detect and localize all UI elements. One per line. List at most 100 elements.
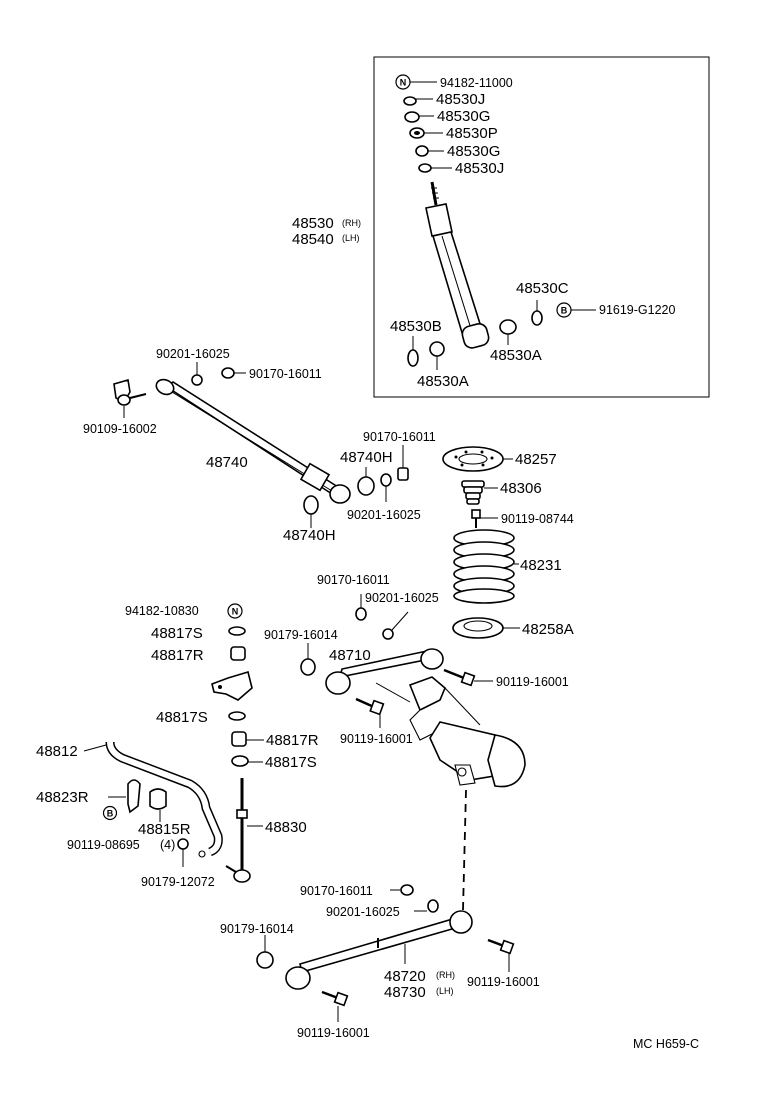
label-90119-08695: 90119-08695 — [67, 838, 140, 852]
bushing-90179-b — [256, 951, 274, 969]
bumper-48306 — [461, 480, 485, 505]
label-48817r-b: 48817R — [266, 732, 319, 749]
shock-absorber-body — [425, 181, 490, 349]
dashed-assembly-line — [462, 789, 467, 911]
svg-text:N: N — [400, 78, 407, 88]
cushion-48530g-top — [404, 111, 420, 123]
label-48815r: 48815R — [138, 821, 191, 838]
cushion-48817s-a — [228, 626, 246, 636]
label-48817s-b: 48817S — [156, 709, 208, 726]
label-90201-16025-d: 90201-16025 — [326, 905, 400, 919]
nut-n-symbol: N — [395, 74, 411, 90]
label-48530g-b: 48530G — [447, 143, 500, 160]
nut-n-symbol-b: N — [227, 603, 243, 619]
label-rh-a: (RH) — [342, 218, 361, 228]
label-90119-16001-c: 90119-16001 — [467, 975, 540, 989]
bolt-90119-16001-c — [487, 938, 515, 955]
label-48530b: 48530B — [390, 318, 442, 335]
nut-90201-a — [191, 374, 203, 386]
washer-48530j-bottom — [418, 163, 432, 173]
bolt-b-symbol-b: B — [102, 805, 118, 821]
label-48530: 48530 — [292, 215, 334, 232]
svg-text:B: B — [107, 809, 114, 819]
label-90179-12072: 90179-12072 — [141, 875, 215, 889]
label-48740: 48740 — [206, 454, 248, 471]
clamp-48823r — [127, 779, 141, 814]
label-90179-16014-b: 90179-16014 — [220, 922, 294, 936]
label-48530g-a: 48530G — [437, 108, 490, 125]
stabilizer-link-48830 — [225, 778, 251, 883]
bushing-48530a-left — [429, 341, 445, 357]
label-90170-16011-d: 90170-16011 — [300, 884, 373, 898]
label-91619-g1220: 91619-G1220 — [599, 303, 676, 317]
label-94182-11000: 94182-11000 — [440, 76, 513, 90]
bushing-90179-a — [300, 658, 316, 676]
label-48817r-a: 48817R — [151, 647, 204, 664]
cushion-48817s-c — [231, 755, 249, 767]
label-48720: 48720 — [384, 968, 426, 985]
label-48530j-b: 48530J — [455, 160, 504, 177]
label-48231: 48231 — [520, 557, 562, 574]
washer-48530c — [531, 310, 543, 326]
cushion-48817s-b — [228, 711, 246, 721]
svg-text:B: B — [561, 306, 568, 316]
bolt-90119-16001-a — [443, 668, 476, 687]
label-48540: 48540 — [292, 231, 334, 248]
washer-48530j-top — [403, 96, 417, 106]
label-rh-b: (RH) — [436, 970, 455, 980]
label-48740h-b: 48740H — [283, 527, 336, 544]
label-48740h-a: 48740H — [340, 449, 393, 466]
label-90119-08744: 90119-08744 — [501, 512, 574, 526]
label-48823r: 48823R — [36, 789, 89, 806]
bolt-90119-16001-b — [355, 697, 385, 716]
bolt-90119-16001-d — [321, 990, 349, 1007]
label-90201-16025-b: 90201-16025 — [347, 508, 421, 522]
bushing-48815r — [149, 788, 167, 810]
bushing-48740h-b — [303, 495, 319, 515]
label-90201-16025-a: 90201-16025 — [156, 347, 230, 361]
label-48530p: 48530P — [446, 125, 498, 142]
bolt-b-symbol: B — [556, 302, 572, 318]
nut-90170-b — [397, 467, 409, 481]
shock-absorber-inset-frame — [373, 56, 710, 398]
cushion-48530g-bottom — [415, 145, 429, 157]
rear-axle-housing — [375, 676, 526, 788]
label-90119-16001-d: 90119-16001 — [297, 1026, 370, 1040]
shock-absorber-group: N B — [395, 74, 596, 370]
svg-text:N: N — [232, 607, 239, 617]
washer-48530b — [407, 349, 419, 367]
bushing-48530a-right — [499, 319, 517, 335]
lower-control-arm — [285, 910, 473, 990]
label-48257: 48257 — [515, 451, 557, 468]
label-90170-16011-c: 90170-16011 — [317, 573, 390, 587]
label-48530a-a: 48530A — [490, 347, 542, 364]
nut-90179-12072 — [177, 838, 189, 850]
label-48830: 48830 — [265, 819, 307, 836]
bolt-90119-08744 — [471, 509, 481, 528]
label-lh-b: (LH) — [436, 986, 454, 996]
label-lh-a: (LH) — [342, 233, 360, 243]
upper-control-arm-48710 — [325, 648, 444, 695]
stabilizer-bracket — [211, 670, 253, 701]
label-48710: 48710 — [329, 647, 371, 664]
spring-seat-48258a — [452, 617, 504, 639]
label-90201-16025-c: 90201-16025 — [365, 591, 439, 605]
nut-90170-c — [355, 607, 367, 621]
label-90119-16001-b: 90119-16001 — [340, 732, 413, 746]
label-90170-16011-b: 90170-16011 — [363, 430, 436, 444]
washer-90201-b — [380, 473, 392, 487]
label-48730: 48730 — [384, 984, 426, 1001]
label-48817s-a: 48817S — [151, 625, 203, 642]
drawing-code: MC H659-C — [633, 1037, 699, 1051]
washer-90201-d — [427, 899, 439, 913]
label-48817s-c: 48817S — [265, 754, 317, 771]
bushing-48817r-a — [230, 646, 246, 661]
label-90179-16014-a: 90179-16014 — [264, 628, 338, 642]
label-48530j-a: 48530J — [436, 91, 485, 108]
label-48530c: 48530C — [516, 280, 569, 297]
label-48258a: 48258A — [522, 621, 574, 638]
nut-90170-d — [400, 884, 414, 896]
label-90119-16001-a: 90119-16001 — [496, 675, 569, 689]
